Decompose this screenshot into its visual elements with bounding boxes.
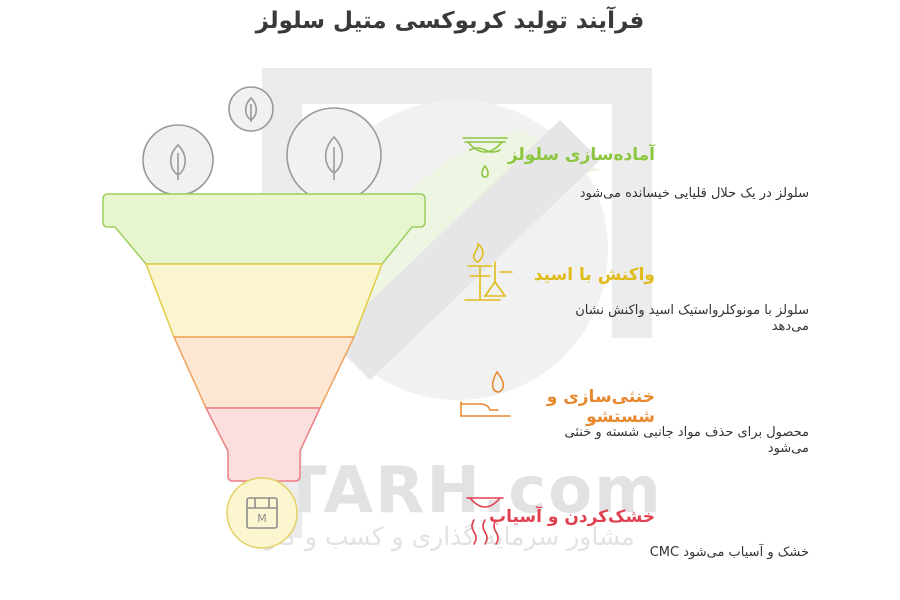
leaf-icon xyxy=(228,86,274,132)
drop-hand-icon xyxy=(460,370,511,417)
leaf-icon xyxy=(286,107,382,203)
step-title-3: خنثی‌سازی و شستشو xyxy=(546,387,655,427)
step-description-2: سلولز با مونوکلرواستیک اسید واکنش نشان م… xyxy=(524,303,809,335)
watermark-tagline: مشاور سرمایه گذاری و کسب و کار xyxy=(265,522,635,551)
package-icon: M xyxy=(226,477,298,549)
step-title-1: آماده‌سازی سلولز xyxy=(507,145,655,165)
step-description-4: خشک و آسیاب می‌شود CMC xyxy=(524,545,809,561)
step-title-4: خشک‌کردن و آسیاب xyxy=(488,507,655,527)
flask-burner-icon xyxy=(464,242,513,301)
watermark-slash xyxy=(330,120,600,380)
step-description-2-line-1: سلولز با مونوکلرواستیک اسید واکنش نشان xyxy=(575,303,809,318)
step-title-2: واکنش با اسید xyxy=(533,265,655,285)
step-description-1-line: سلولز در یک حلال قلیایی خیسانده می‌شود xyxy=(579,186,809,201)
leaf-icon xyxy=(142,124,214,196)
funnel-band-2 xyxy=(144,263,384,338)
page-title: فرآیند تولید کربوکسی متیل سلولز xyxy=(255,8,645,34)
step-description-3-line-1: محصول برای حذف مواد جانبی شسته و خنثی xyxy=(564,425,809,440)
funnel-band-1 xyxy=(102,193,426,265)
step-description-3-line-2: می‌شود xyxy=(767,441,809,456)
watermark-brand: ETARH.com xyxy=(237,454,663,528)
step-description-2-line-2: می‌دهد xyxy=(771,319,809,334)
step-description-4-line: خشک و آسیاب می‌شود CMC xyxy=(649,545,809,560)
funnel-band-4 xyxy=(204,407,322,482)
heat-bowl-icon xyxy=(466,497,504,545)
strainer-icon xyxy=(462,137,508,178)
step-description-3: محصول برای حذف مواد جانبی شسته و خنثی می… xyxy=(524,425,809,457)
step-description-1: سلولز در یک حلال قلیایی خیسانده می‌شود xyxy=(524,186,809,202)
watermark-frame-top xyxy=(262,68,652,104)
package-label: M xyxy=(257,512,267,525)
funnel-band-3 xyxy=(172,336,356,409)
watermark-frame-right xyxy=(612,68,652,338)
